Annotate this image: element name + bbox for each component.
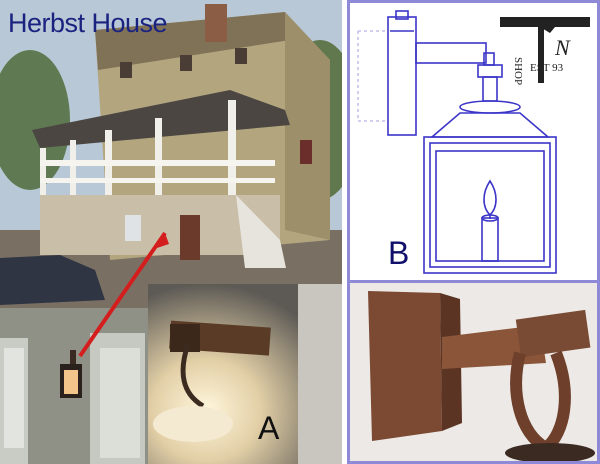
lamp-closeup-right-photo	[148, 284, 342, 464]
lamp-drawing: SHOP N EST 93	[347, 0, 600, 283]
lamp-wall-illustration	[0, 308, 148, 464]
label-b: B	[388, 235, 410, 271]
lamp-glow-illustration	[148, 284, 342, 464]
svg-text:SHOP: SHOP	[512, 57, 524, 85]
shop-logo: SHOP N EST 93	[500, 17, 590, 85]
bracket-photo	[347, 283, 600, 464]
lamp-closeup-left-photo	[0, 308, 148, 464]
pointer-arrow	[78, 231, 169, 358]
svg-text:EST 93: EST 93	[530, 62, 564, 74]
lamp-technical-drawing: SHOP N EST 93	[357, 10, 590, 274]
house-title: Herbst House	[8, 8, 168, 38]
label-a: A	[258, 410, 280, 446]
copper-bracket-illustration	[350, 283, 597, 461]
svg-text:N: N	[554, 35, 571, 60]
